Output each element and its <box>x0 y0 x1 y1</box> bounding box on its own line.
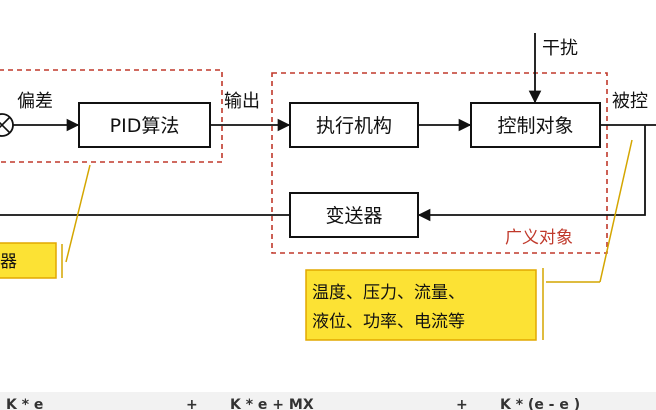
variables-line-2: 液位、功率、电流等 <box>312 312 465 332</box>
transmitter-label: 变送器 <box>325 205 382 227</box>
transmitter-block <box>289 192 419 238</box>
pid-algorithm-label: PID算法 <box>110 115 180 137</box>
error-label: 偏差 <box>17 91 53 112</box>
output-label: 输出 <box>224 91 260 112</box>
formula-term-proportional: K * e <box>6 397 43 410</box>
formula-plus-1: + <box>186 397 198 410</box>
actuator-label: 执行机构 <box>316 115 392 137</box>
disturbance-label: 干扰 <box>542 38 578 59</box>
generalized-plant-label: 广义对象 <box>505 228 573 248</box>
formula-strip <box>0 392 656 410</box>
formula-plus-2: + <box>456 397 468 410</box>
variables-line-1: 温度、压力、流量、 <box>312 283 465 303</box>
formula-term-integral: K * e + MX <box>230 397 314 410</box>
feedback-line <box>417 125 646 222</box>
variables-callout: 温度、压力、流量、 液位、功率、电流等 <box>305 139 633 341</box>
generalized-plant-dashed-region <box>271 72 608 254</box>
plant-label: 控制对象 <box>497 115 573 137</box>
summing-junction <box>0 113 14 137</box>
controller-tag-label: 器 <box>0 252 17 272</box>
controlled-variable-label: 被控 <box>612 91 648 112</box>
formula-term-derivative: K * (e - e ) <box>500 397 580 410</box>
controller-callout: 器 <box>0 164 91 279</box>
pid-algorithm-block <box>78 102 211 148</box>
